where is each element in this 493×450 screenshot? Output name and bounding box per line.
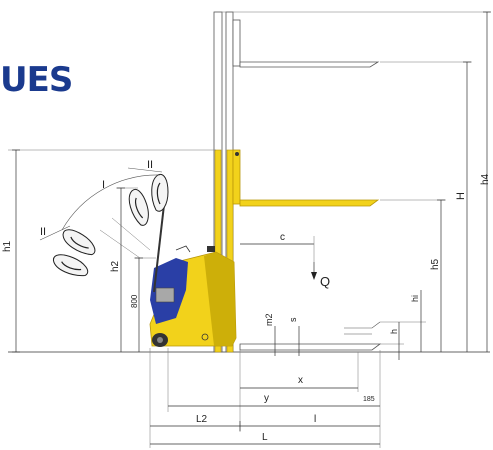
- fork-lowered: [239, 321, 382, 351]
- label-x: x: [298, 375, 303, 386]
- label-L2: L2: [196, 414, 208, 425]
- label-h1: h1: [2, 240, 13, 252]
- label-l: l: [314, 414, 316, 425]
- tiller-upright: [151, 173, 169, 293]
- angle-label-ii-top: II: [147, 159, 153, 171]
- label-hi: hi: [410, 295, 420, 302]
- dim-L2-l: [149, 348, 380, 448]
- dim-h1: [8, 149, 216, 353]
- angle-label-i: I: [102, 179, 105, 191]
- dim-h4: [483, 11, 491, 352]
- label-m2: m2: [264, 313, 274, 326]
- label-185: 185: [363, 396, 375, 403]
- tiller-angle-arcs: [39, 167, 163, 259]
- dim-h5: [380, 199, 446, 352]
- label-y: y: [264, 393, 269, 404]
- label-c: c: [280, 232, 285, 243]
- dim-y: [167, 348, 358, 412]
- dim-c: [240, 236, 317, 280]
- tiller-ghost-2: [62, 229, 96, 256]
- fork-raised: [232, 19, 380, 68]
- angle-label-ii-bottom: II: [40, 226, 46, 238]
- dim-185: [358, 350, 381, 448]
- label-L: L: [262, 432, 268, 443]
- dim-800: [134, 257, 156, 352]
- label-h5: h5: [430, 258, 441, 270]
- truck-body: [149, 245, 237, 347]
- dim-h2: [116, 187, 138, 352]
- tiller-ghost-1: [128, 188, 149, 226]
- label-Q: Q: [320, 274, 330, 289]
- label-H: H: [455, 192, 467, 200]
- label-800: 800: [130, 294, 139, 308]
- tiller-ghost-3: [52, 254, 89, 277]
- dim-H: [380, 61, 472, 352]
- label-h: h: [389, 329, 399, 334]
- dim-hi: [380, 290, 426, 352]
- fork-mid: [232, 149, 380, 207]
- dim-h: [380, 322, 404, 360]
- label-s: s: [288, 317, 298, 322]
- heading-text: UES: [0, 60, 73, 100]
- mast: [213, 11, 490, 353]
- label-h4: h4: [480, 173, 491, 185]
- dim-x: [239, 350, 359, 432]
- label-h2: h2: [110, 260, 121, 272]
